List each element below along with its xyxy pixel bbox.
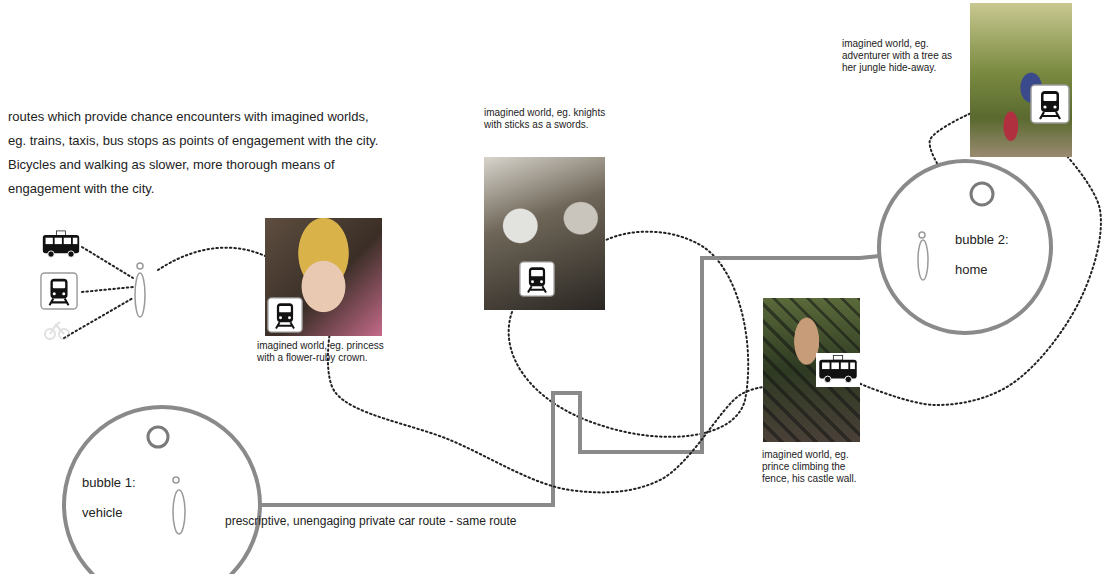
train-icon	[41, 273, 77, 309]
dotted-route	[158, 248, 265, 270]
person-body	[173, 490, 185, 534]
person-head	[137, 263, 143, 269]
train-icon	[268, 298, 302, 332]
photo-caption: imagined world, eg. adventurer with a tr…	[842, 38, 967, 74]
photo-node: imagined world, eg. prince climbing the …	[763, 298, 860, 442]
connector-group	[260, 114, 1101, 505]
person-body	[918, 240, 928, 280]
photo-caption: imagined world, eg. prince climbing the …	[762, 449, 874, 485]
person-body	[135, 273, 145, 317]
bicycle-frame	[50, 322, 64, 334]
train-icon	[520, 262, 554, 296]
bubble-node: bubble 1: vehicle	[62, 405, 262, 574]
dotted-route	[64, 298, 133, 338]
bicycle-wheel	[45, 329, 55, 339]
dotted-route	[82, 287, 133, 292]
bubble-ring	[971, 183, 993, 205]
dotted-route	[82, 247, 133, 278]
taxi-icon	[43, 231, 79, 257]
icon-backing	[816, 353, 860, 387]
route-label: prescriptive, unengaging private car rou…	[225, 506, 525, 536]
photo-node: imagined world, eg. knights with sticks …	[484, 157, 605, 310]
bubble-circle	[879, 161, 1051, 333]
note-text: routes which provide chance encounters w…	[8, 105, 383, 201]
bicycle-wheel	[59, 329, 69, 339]
bubble-label: bubble 2: home	[955, 225, 1017, 285]
photo-caption: imagined world, eg. princess with a flow…	[257, 340, 387, 364]
bubble-ring	[148, 427, 168, 447]
train-icon	[1031, 85, 1069, 123]
dotted-route	[930, 114, 970, 166]
person-head	[173, 477, 179, 483]
photo-caption: imagined world, eg. knights with sticks …	[484, 107, 609, 131]
person-head	[919, 232, 925, 238]
bubble-node: bubble 2: home	[877, 159, 1053, 335]
dotted-route	[860, 157, 1101, 405]
dotted-route	[328, 336, 763, 492]
bubble-circle	[64, 407, 260, 574]
bicycle-icon	[45, 322, 69, 339]
photo-node: imagined world, eg. adventurer with a tr…	[970, 3, 1072, 157]
taxi-icon	[819, 355, 857, 382]
bubble-label: bubble 1: vehicle	[82, 468, 144, 528]
photo-node: imagined world, eg. princess with a flow…	[265, 218, 382, 336]
